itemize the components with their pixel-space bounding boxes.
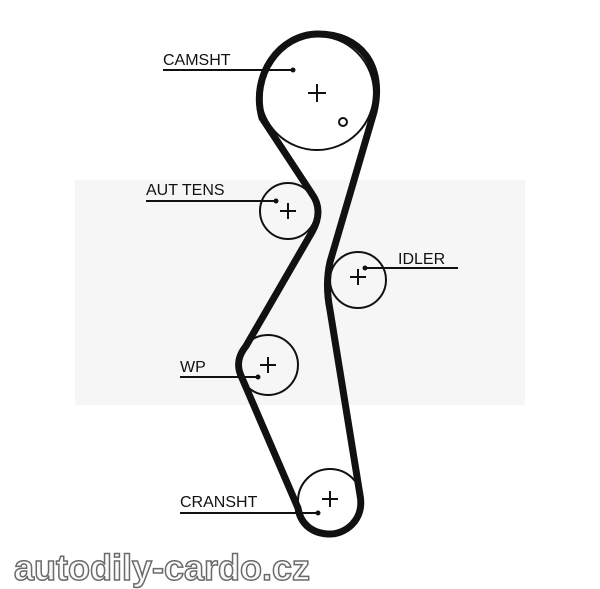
label-crankshaft: CRANSHT bbox=[180, 494, 258, 511]
label-tensioner: AUT TENS bbox=[146, 182, 225, 199]
center-marks bbox=[260, 84, 366, 507]
watermark: autodily-cardo.cz bbox=[14, 547, 310, 588]
leader-lines bbox=[146, 69, 458, 514]
timing-belt bbox=[235, 30, 381, 538]
label-camshaft: CAMSHT bbox=[163, 52, 231, 69]
label-water-pump: WP bbox=[180, 359, 206, 376]
camshaft-timing-mark bbox=[338, 117, 348, 127]
watermark-background bbox=[75, 180, 525, 405]
label-idler: IDLER bbox=[398, 251, 445, 268]
